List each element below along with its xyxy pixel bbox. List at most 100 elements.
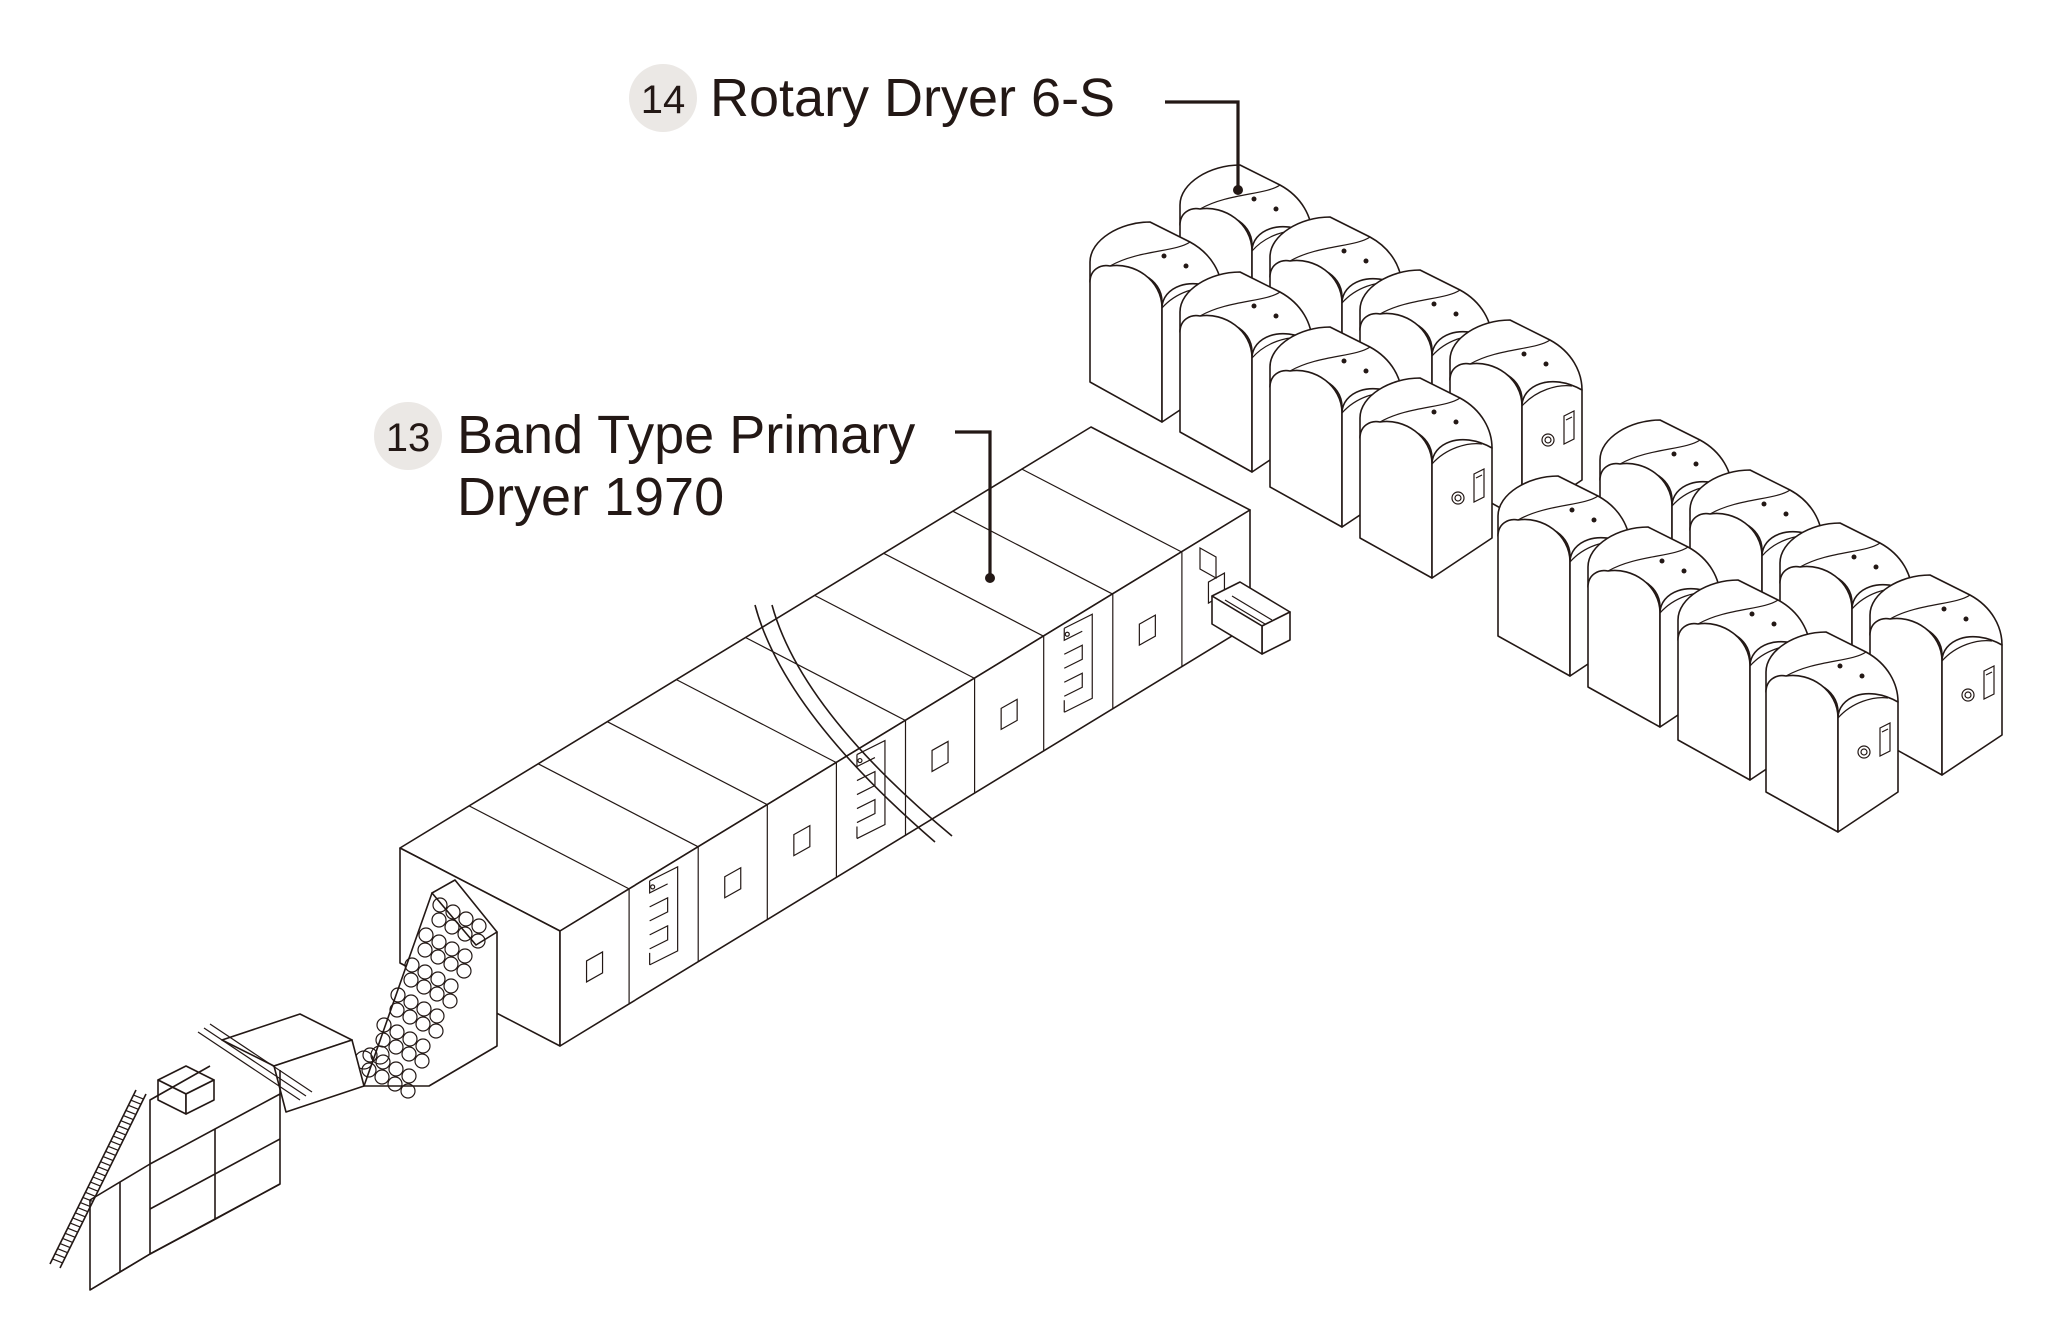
- label-13-line2: Dryer 1970: [457, 467, 724, 527]
- ladder-rung: [133, 1094, 144, 1100]
- log: [361, 1062, 377, 1078]
- log: [431, 934, 447, 950]
- ladder-rung: [118, 1125, 129, 1131]
- label-band-dryer: 13 Band Type Primary Dryer 1970: [374, 402, 915, 527]
- inspection-window: [585, 950, 604, 983]
- ladder-rung: [54, 1253, 66, 1259]
- log: [470, 933, 486, 949]
- log: [417, 964, 433, 980]
- label-rotary-dryer: 14 Rotary Dryer 6-S: [629, 64, 1115, 132]
- log: [416, 1001, 432, 1017]
- end-control-box: [1211, 581, 1291, 655]
- log: [388, 1039, 404, 1055]
- rotary-dryer-array: [1089, 164, 2003, 833]
- top-seam: [676, 679, 837, 764]
- ladder-rung: [80, 1202, 91, 1208]
- top-seam: [952, 510, 1114, 595]
- log: [402, 1031, 418, 1047]
- log: [458, 911, 474, 927]
- log: [429, 1008, 445, 1024]
- log: [443, 956, 459, 972]
- log: [431, 912, 447, 928]
- pipe-2: [771, 604, 953, 837]
- end-window: [1199, 546, 1217, 580]
- top-seam: [607, 721, 768, 806]
- log: [417, 942, 433, 958]
- log: [401, 1068, 417, 1084]
- inspection-window: [1138, 614, 1156, 647]
- ladder-rung: [72, 1217, 83, 1223]
- ladder-rung: [82, 1196, 94, 1203]
- ladder-rung: [105, 1150, 116, 1156]
- label-14-text: Rotary Dryer 6-S: [710, 68, 1115, 128]
- ladder-rung: [107, 1145, 119, 1151]
- log: [401, 1046, 417, 1062]
- leader-line-14: [1165, 100, 1240, 190]
- log: [471, 918, 487, 934]
- log: [403, 972, 419, 988]
- log: [374, 1069, 390, 1085]
- ladder-rung: [92, 1176, 104, 1182]
- ladder-rung: [130, 1099, 142, 1105]
- log: [432, 897, 448, 913]
- support-frame: [89, 1065, 281, 1291]
- ladder-rung: [85, 1191, 96, 1197]
- top-seam: [1021, 468, 1183, 553]
- label-13-badge: [374, 402, 442, 470]
- top-seam: [883, 552, 1044, 637]
- e-door: [1063, 613, 1093, 713]
- ladder-rung: [75, 1212, 86, 1218]
- ladder-rung: [113, 1135, 124, 1141]
- log: [430, 949, 446, 965]
- ladder-rung: [97, 1166, 109, 1172]
- log: [416, 979, 432, 995]
- ladder-rung: [62, 1237, 73, 1243]
- log: [430, 971, 446, 987]
- log: [402, 1009, 418, 1025]
- log: [388, 1061, 404, 1077]
- log: [457, 948, 473, 964]
- log: [414, 1053, 430, 1069]
- top-seam: [468, 805, 630, 890]
- ladder-rung: [110, 1140, 121, 1146]
- ladder-rung: [64, 1232, 76, 1238]
- ladder-rung: [87, 1186, 99, 1192]
- log: [444, 941, 460, 957]
- ladder-rung: [90, 1181, 101, 1187]
- log: [387, 1076, 403, 1092]
- infeed-section: [49, 879, 498, 1291]
- log: [445, 904, 461, 920]
- log: [442, 993, 458, 1009]
- log: [429, 986, 445, 1002]
- log: [400, 1083, 416, 1099]
- ladder-rung: [100, 1161, 111, 1167]
- ladder-rung: [70, 1222, 81, 1228]
- ladder-rung: [120, 1120, 132, 1126]
- inspection-window: [931, 740, 949, 773]
- log: [389, 1002, 405, 1018]
- top-seam: [537, 763, 699, 848]
- ladder-rung: [52, 1258, 63, 1264]
- rotary-dryer-unit: [1765, 631, 1899, 833]
- ladder-rung: [128, 1104, 139, 1110]
- label-13-number: 13: [386, 416, 431, 460]
- log: [390, 987, 406, 1003]
- ladder-rung: [59, 1242, 71, 1249]
- log: [376, 1017, 392, 1033]
- ladder-rung: [77, 1207, 89, 1213]
- leader-dot-14: [1233, 185, 1243, 195]
- label-13-line1: Band Type Primary: [457, 405, 915, 465]
- ladder-rung: [95, 1171, 106, 1177]
- label-14-number: 14: [641, 78, 686, 122]
- rotary-dryer-unit: [1359, 377, 1493, 579]
- log: [456, 963, 472, 979]
- ladder-rung: [57, 1248, 68, 1254]
- inspection-window: [724, 866, 742, 899]
- ladder: [49, 1089, 147, 1269]
- ladder-rung: [67, 1227, 78, 1233]
- label-14-badge: [629, 64, 697, 132]
- ladder-rung: [102, 1155, 114, 1162]
- leader-dot-13: [985, 573, 995, 583]
- log: [370, 1045, 390, 1065]
